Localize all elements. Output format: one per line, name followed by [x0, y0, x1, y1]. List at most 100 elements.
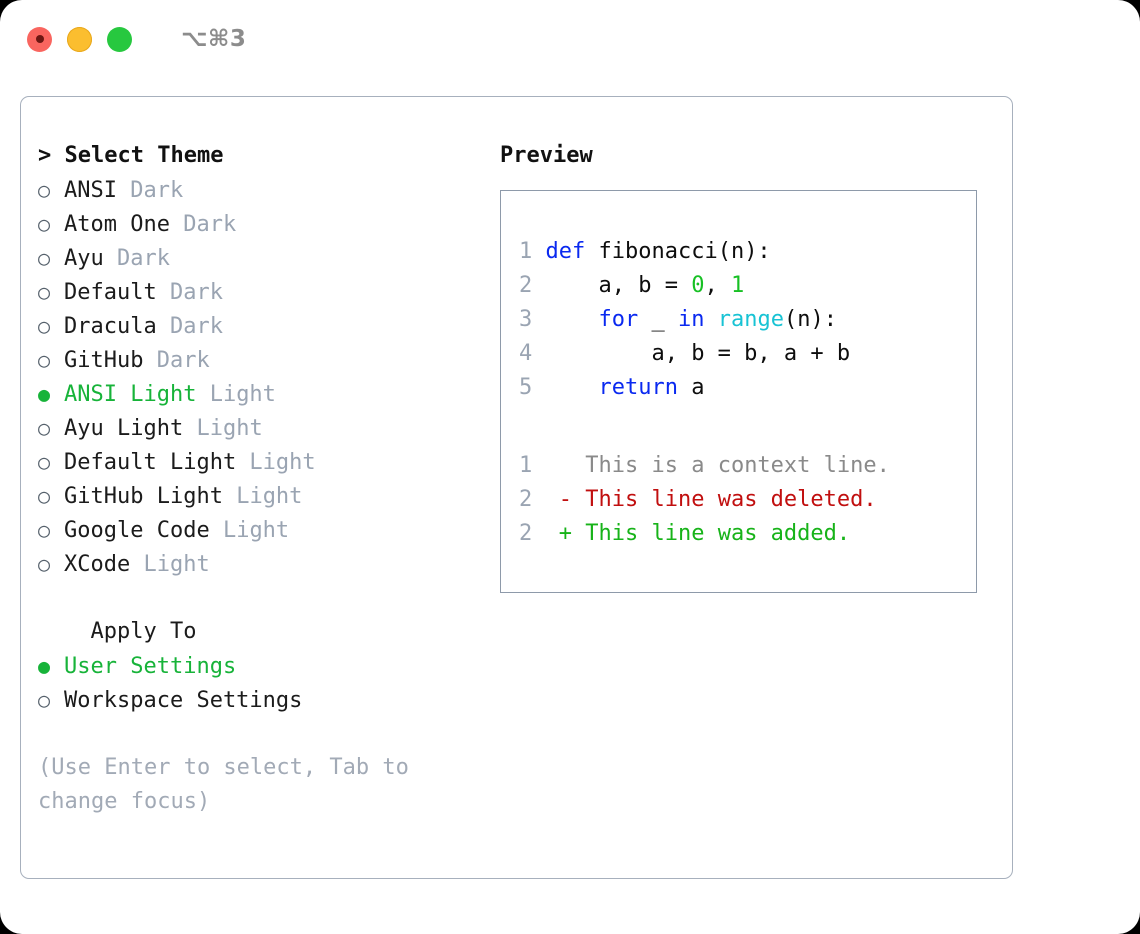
theme-name: Ayu Light	[64, 416, 184, 441]
prompt-caret-icon: >	[38, 143, 65, 168]
theme-list-item[interactable]: ○Google Code Light	[38, 513, 500, 547]
keyboard-shortcut-label: ⌥⌘3	[181, 26, 247, 52]
radio-unselected-icon[interactable]: ○	[38, 552, 51, 576]
code-line: 4 a, b = b, a + b	[519, 337, 976, 371]
code-token-txt: a, b = b, a + b	[545, 341, 851, 366]
theme-list-item[interactable]: ○Atom One Dark	[38, 207, 500, 241]
theme-variant-badge: Light	[130, 552, 210, 577]
radio-selected-icon[interactable]: ●	[38, 654, 51, 678]
theme-name: XCode	[64, 552, 131, 577]
theme-name: Atom One	[64, 212, 170, 237]
code-token-builtin: range	[717, 307, 784, 332]
gutter-space	[532, 453, 559, 478]
radio-unselected-icon[interactable]: ○	[38, 280, 51, 304]
diff-line-number: 1	[519, 453, 533, 478]
diff-line: 2 + This line was added.	[519, 517, 976, 551]
code-token-txt: (n):	[783, 307, 837, 332]
theme-list-item[interactable]: ○ Dracula Dark	[38, 309, 500, 343]
radio-unselected-icon[interactable]: ○	[38, 450, 51, 474]
theme-list-item[interactable]: ●ANSI Light Light	[38, 377, 500, 411]
gutter-space	[532, 307, 545, 332]
theme-variant-badge: Dark	[103, 246, 170, 271]
theme-name: ANSI	[64, 178, 117, 203]
apply-to-list: ● User Settings ○ Workspace Settings	[38, 649, 500, 717]
code-token-txt: a, b =	[545, 273, 692, 298]
theme-name: GitHub Light	[64, 484, 223, 509]
diff-text: This is a context line.	[585, 453, 890, 478]
diff-marker	[559, 453, 586, 478]
gutter-space	[532, 341, 545, 366]
theme-list-item[interactable]: ○ XCode Light	[38, 547, 500, 581]
theme-variant-badge: Light	[222, 484, 303, 509]
apply-to-item[interactable]: ○ Workspace Settings	[38, 683, 500, 717]
code-token-txt: fibonacci(n):	[585, 239, 771, 264]
theme-variant-badge: Light	[209, 518, 290, 543]
theme-list-item[interactable]: ○Default Light Light	[38, 445, 500, 479]
radio-unselected-icon[interactable]: ○	[38, 348, 51, 372]
theme-picker-column: > Select Theme ○ANSI Dark○Atom One Dark○…	[38, 139, 500, 819]
radio-unselected-icon[interactable]: ○	[38, 246, 51, 270]
apply-to-label: Workspace Settings	[64, 688, 303, 713]
code-token-txt	[546, 307, 599, 332]
theme-variant-badge: Dark	[156, 314, 223, 339]
radio-unselected-icon[interactable]: ○	[38, 484, 51, 508]
theme-name: Default	[64, 280, 157, 305]
gutter-space	[532, 521, 559, 546]
theme-list-item[interactable]: ○ Ayu Light Light	[38, 411, 500, 445]
theme-variant-badge: Dark	[156, 280, 223, 305]
gutter-space	[532, 375, 545, 400]
code-token-kw: def	[545, 239, 586, 264]
theme-list-item[interactable]: ○ANSI Dark	[38, 173, 500, 207]
line-number: 5	[519, 375, 533, 400]
diff-text: This line was added.	[585, 521, 851, 546]
code-token-txt: _	[638, 307, 678, 332]
diff-sample: 1 This is a context line. 2 - This line w…	[519, 449, 976, 551]
theme-list-item[interactable]: ○GitHub Dark	[38, 343, 500, 377]
close-window-button[interactable]	[27, 26, 52, 52]
radio-unselected-icon[interactable]: ○	[38, 178, 51, 202]
theme-list-item[interactable]: ○ Default Dark	[38, 275, 500, 309]
apply-to-heading: Apply To	[64, 619, 197, 644]
code-line: 2 a, b = 0, 1	[519, 269, 976, 303]
theme-name: ANSI Light	[64, 382, 197, 407]
radio-unselected-icon[interactable]: ○	[38, 688, 51, 712]
theme-list-item[interactable]: ○ Ayu Dark	[38, 241, 500, 275]
diff-marker: +	[558, 521, 586, 546]
gutter-space	[532, 239, 545, 264]
theme-name: Ayu	[64, 246, 104, 271]
line-number: 1	[519, 239, 533, 264]
radio-unselected-icon[interactable]: ○	[38, 314, 51, 338]
code-token-num: 1	[730, 273, 745, 298]
theme-name: GitHub	[64, 348, 144, 373]
theme-variant-badge: Light	[183, 416, 263, 441]
theme-list-item[interactable]: ○ GitHub Light Light	[38, 479, 500, 513]
theme-name: Dracula	[64, 314, 157, 339]
code-token-txt	[704, 307, 717, 332]
code-token-txt: ,	[704, 273, 731, 298]
radio-unselected-icon[interactable]: ○	[38, 416, 51, 440]
apply-to-label: User Settings	[64, 654, 237, 679]
select-theme-heading-text: Select Theme	[64, 143, 224, 168]
apply-to-item[interactable]: ● User Settings	[38, 649, 500, 683]
maximize-window-button[interactable]	[107, 26, 132, 52]
window-controls	[27, 26, 132, 52]
keyboard-hint-text: (Use Enter to select, Tab to change focu…	[38, 755, 423, 814]
code-token-kw: for	[598, 307, 639, 332]
settings-card: > Select Theme ○ANSI Dark○Atom One Dark○…	[20, 96, 1013, 879]
theme-list: ○ANSI Dark○Atom One Dark○Ayu Dark○Defaul…	[38, 173, 500, 581]
code-line: 3 for _ in range(n):	[519, 303, 976, 337]
radio-unselected-icon[interactable]: ○	[38, 518, 51, 542]
diff-line: 2 - This line was deleted.	[519, 483, 976, 517]
diff-marker: -	[558, 487, 586, 512]
radio-selected-icon[interactable]: ●	[38, 382, 51, 406]
line-number: 3	[519, 307, 533, 332]
code-token-txt	[546, 375, 599, 400]
minimize-window-button[interactable]	[67, 26, 92, 52]
radio-unselected-icon[interactable]: ○	[38, 212, 51, 236]
diff-text: This line was deleted.	[585, 487, 877, 512]
diff-line-number: 2	[519, 487, 533, 512]
code-token-kw: in	[677, 307, 705, 332]
